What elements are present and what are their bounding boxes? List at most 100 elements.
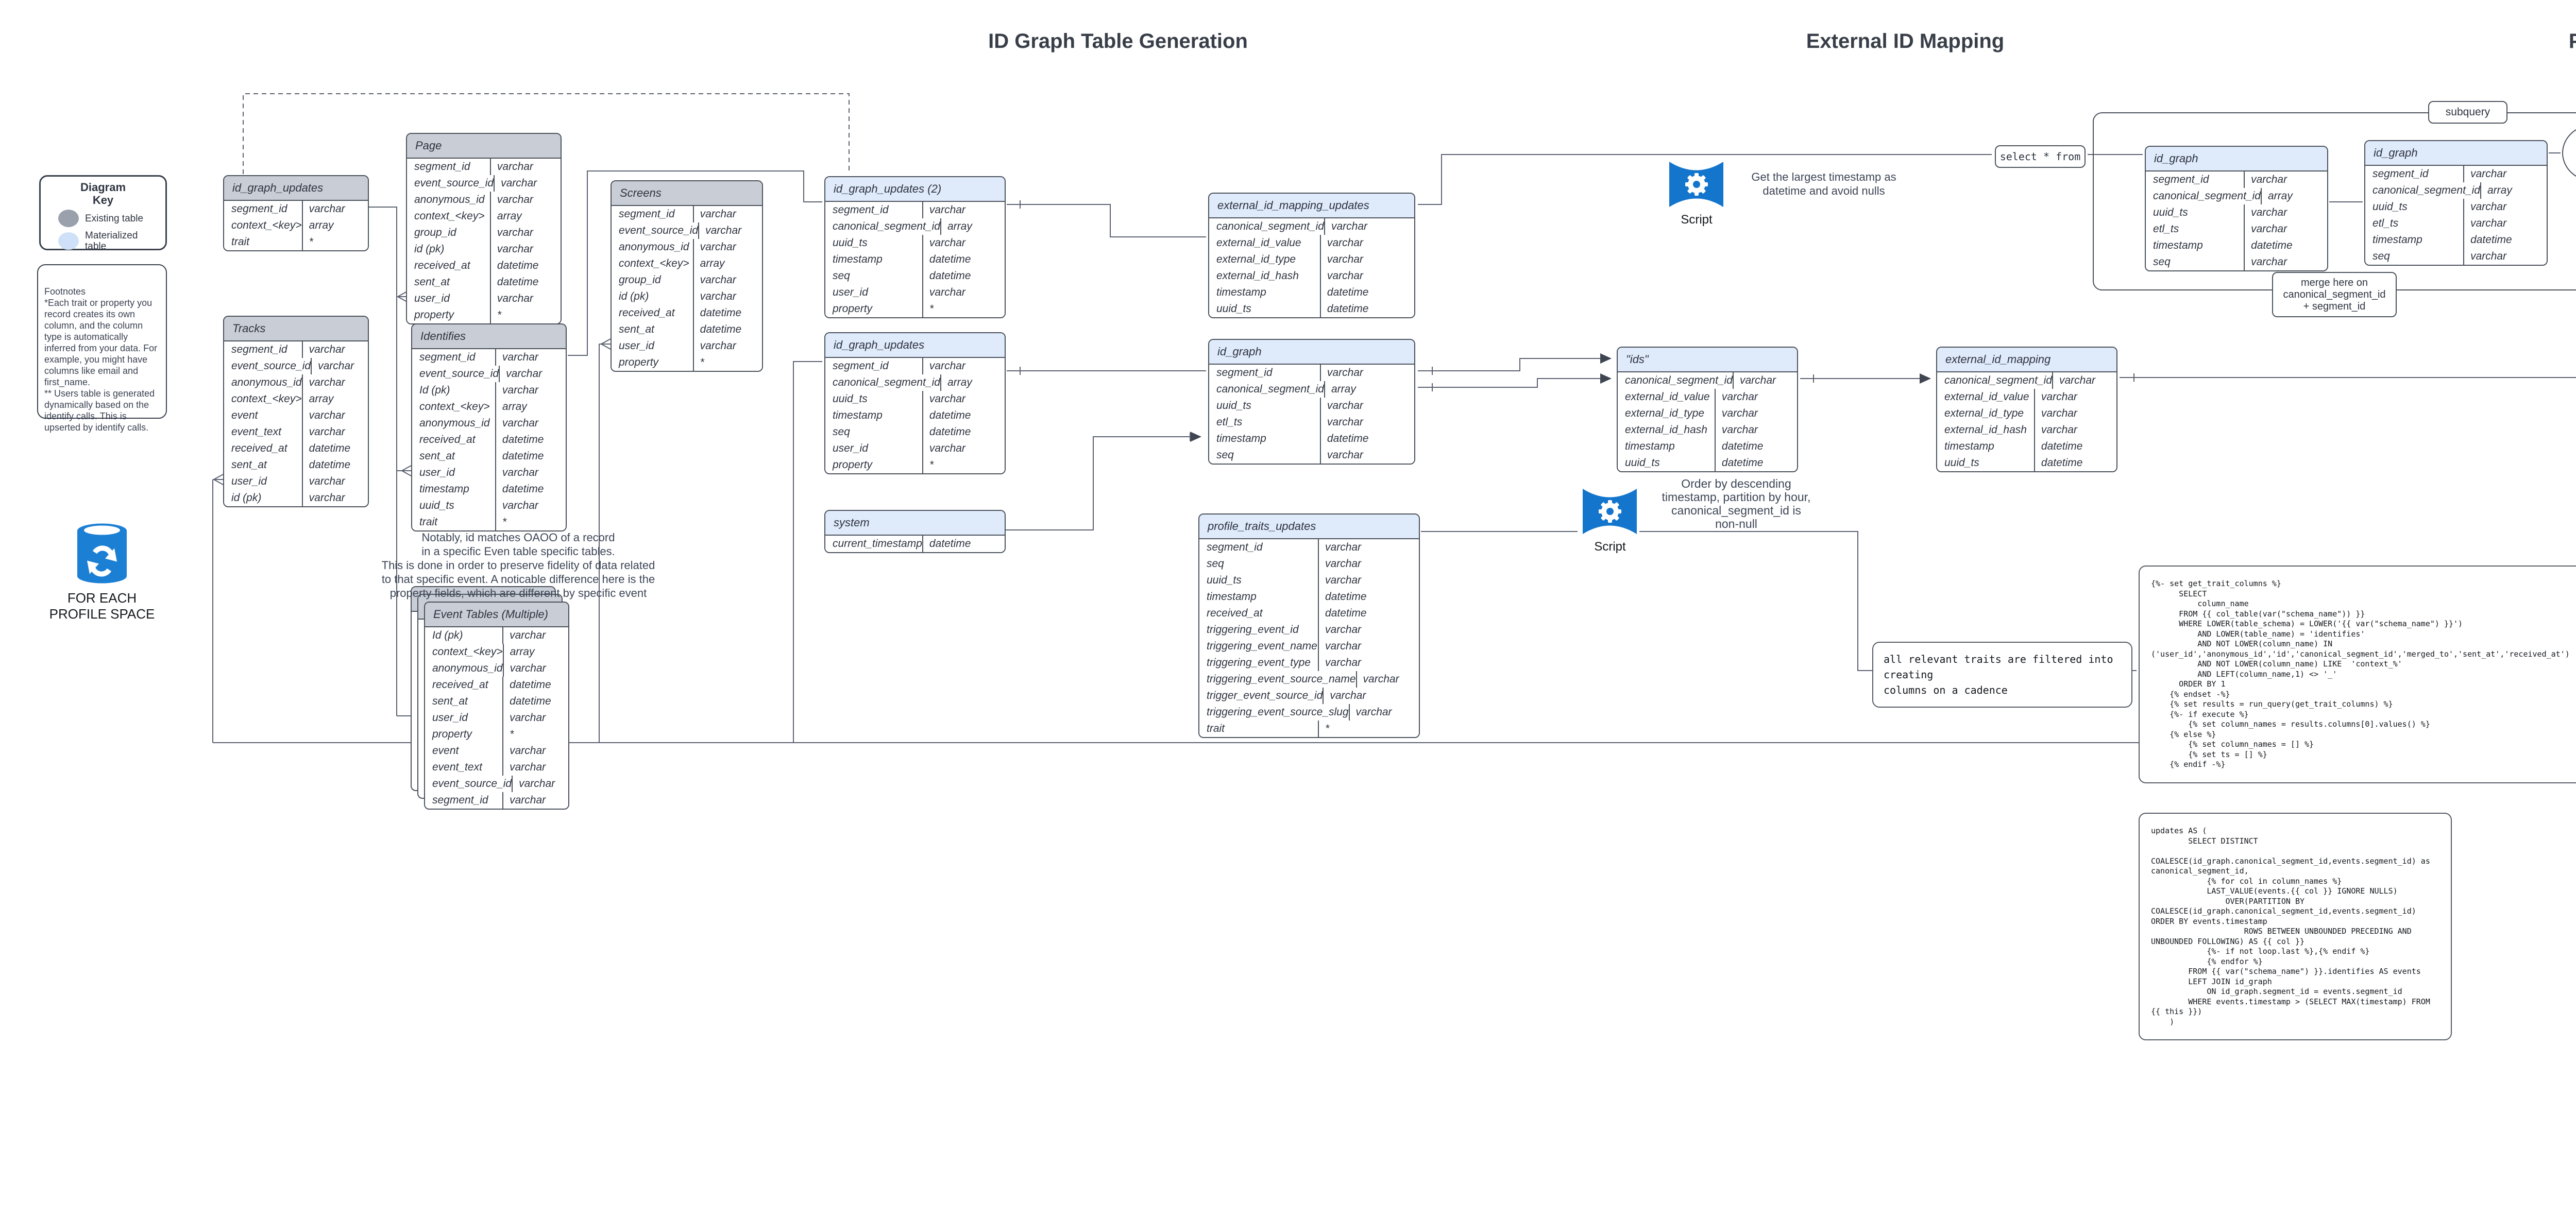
column-type: * bbox=[922, 301, 1005, 317]
table-external-id-mapping-updates[interactable]: external_id_mapping_updates canonical_seg… bbox=[1208, 193, 1415, 318]
column-name: etl_ts bbox=[1216, 416, 1243, 428]
column-type: datetime bbox=[922, 251, 1005, 268]
column-type: datetime bbox=[692, 321, 762, 338]
column-name: context_<key> bbox=[414, 210, 485, 222]
column-type: varchar bbox=[692, 239, 762, 255]
column-type: datetime bbox=[489, 274, 561, 290]
diagram-key-title: Diagram Key bbox=[80, 181, 126, 207]
column-name: uuid_ts bbox=[1216, 400, 1251, 412]
script-node-2[interactable]: Script bbox=[1582, 487, 1638, 554]
table-header: external_id_mapping_updates bbox=[1209, 194, 1414, 218]
column-name: user_id bbox=[619, 340, 654, 352]
column-name: segment_id bbox=[619, 208, 675, 220]
column-name: received_at bbox=[1207, 607, 1263, 619]
jinja-trait-columns-code[interactable]: {%- set get_trait_columns %} SELECT colu… bbox=[2139, 565, 2576, 783]
column-name: canonical_segment_id bbox=[1216, 383, 1324, 395]
column-name: event_source_id bbox=[231, 360, 311, 372]
table-title: id_graph bbox=[2154, 152, 2198, 165]
table-row: Id (pk)varchar bbox=[412, 382, 566, 399]
subquery-label[interactable]: subquery bbox=[2428, 101, 2507, 124]
column-type: varchar bbox=[2463, 215, 2547, 232]
column-name: uuid_ts bbox=[833, 237, 868, 249]
column-type: varchar bbox=[1714, 422, 1797, 438]
column-name: event bbox=[432, 745, 459, 757]
merge-note[interactable]: merge here on canonical_segment_id + seg… bbox=[2272, 272, 2397, 317]
column-name: event bbox=[231, 409, 258, 421]
traits-filtered-note[interactable]: all relevant traits are filtered into cr… bbox=[1872, 642, 2132, 708]
table-header: external_id_mapping bbox=[1937, 348, 2116, 372]
column-name: property bbox=[833, 459, 873, 471]
column-type: varchar bbox=[2033, 405, 2116, 422]
column-type: datetime bbox=[502, 677, 568, 693]
column-name: group_id bbox=[619, 274, 661, 286]
column-name: id (pk) bbox=[414, 243, 445, 255]
select-from-box[interactable]: select * from bbox=[1995, 145, 2086, 168]
column-type: varchar bbox=[311, 358, 368, 374]
diagram-key[interactable]: Diagram Key Existing table Materialized … bbox=[39, 175, 167, 252]
script-node-1[interactable]: Script bbox=[1668, 160, 1725, 227]
column-type: varchar bbox=[2463, 199, 2547, 215]
column-name: external_id_value bbox=[1216, 237, 1301, 249]
column-type: array bbox=[940, 218, 1005, 235]
table-title: system bbox=[834, 516, 870, 529]
column-name: property bbox=[619, 356, 659, 368]
table-header: id_graph_updates bbox=[224, 176, 368, 201]
column-name: received_at bbox=[432, 679, 488, 691]
column-type: datetime bbox=[1318, 605, 1419, 622]
for-each-profile-space[interactable]: FOR EACH PROFILE SPACE bbox=[34, 522, 170, 622]
column-name: triggering_event_source_name bbox=[1207, 673, 1356, 685]
table-header: id_graph bbox=[1209, 340, 1414, 365]
column-name: uuid_ts bbox=[1207, 574, 1242, 586]
column-name: current_timestamp bbox=[833, 538, 922, 550]
column-name: event_text bbox=[432, 761, 482, 773]
sql-updates-cte-code[interactable]: updates AS ( SELECT DISTINCT COALESCE(id… bbox=[2139, 813, 2452, 1040]
key-item-label: Materialized table bbox=[85, 230, 138, 252]
column-name: event_source_id bbox=[414, 177, 494, 189]
column-type: varchar bbox=[922, 235, 1005, 251]
column-name: seq bbox=[1216, 449, 1234, 461]
table-title: Screens bbox=[620, 186, 662, 199]
column-type: datetime bbox=[495, 481, 566, 498]
column-name: timestamp bbox=[2372, 234, 2422, 246]
table-row: received_at datetime bbox=[1199, 605, 1419, 622]
footnotes-box[interactable]: Footnotes *Each trait or property you re… bbox=[37, 264, 167, 433]
column-name: trait bbox=[1207, 723, 1225, 734]
table-title: external_id_mapping_updates bbox=[1217, 199, 1369, 212]
